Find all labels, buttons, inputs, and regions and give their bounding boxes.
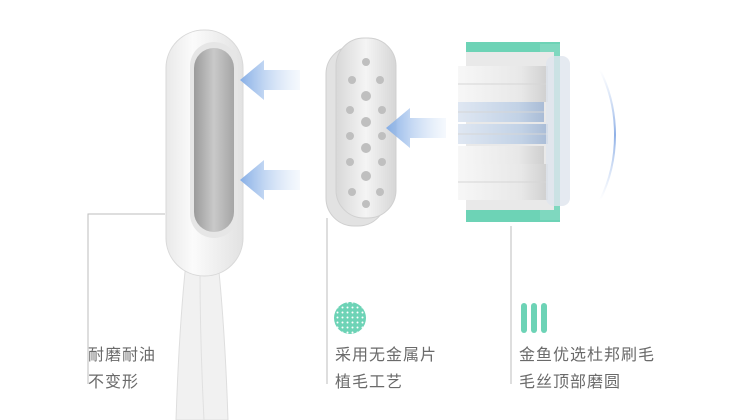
tuft-plate: [325, 37, 397, 227]
brush-head-shell: [165, 29, 244, 420]
feature-durability: 耐磨耐油 不变形: [88, 341, 156, 395]
insert-arrow-icon: [386, 108, 446, 148]
leader-lines: [87, 213, 512, 384]
bristle-tufts: [458, 42, 570, 222]
insert-arrow-icon: [240, 60, 300, 100]
feature-dupont-bristles: 金鱼优选杜邦刷毛 毛丝顶部磨圆: [519, 341, 655, 395]
dotted-circle-icon: [334, 302, 366, 334]
flex-curve-icon: [599, 69, 616, 201]
head-window: [194, 48, 234, 232]
feature-line: 金鱼优选杜邦刷毛: [519, 345, 656, 364]
feature-metal-free-tufting: 采用无金属片 植毛工艺: [335, 341, 437, 395]
feature-line: 植毛工艺: [335, 372, 404, 391]
feature-line: 不变形: [88, 372, 140, 391]
feature-line: 耐磨耐油: [88, 345, 157, 364]
feature-line: 毛丝顶部磨圆: [519, 372, 622, 391]
insert-arrow-icon: [240, 160, 300, 200]
feature-line: 采用无金属片: [335, 345, 438, 364]
bristle-bars-icon: [521, 303, 547, 333]
